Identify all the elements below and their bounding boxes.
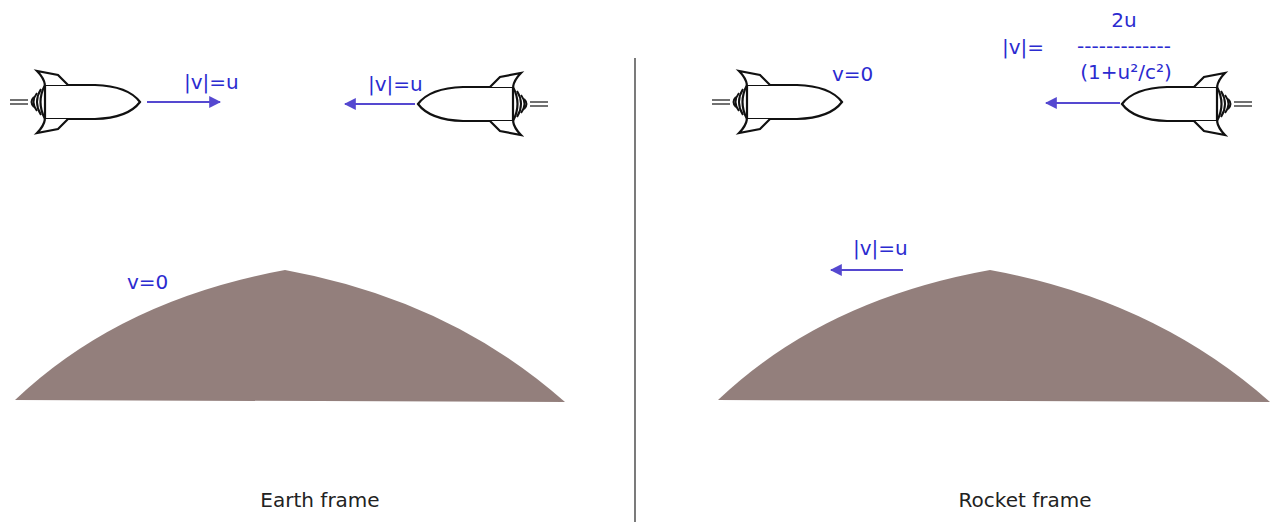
fraction-denominator: (1+u²/c²) [1080, 60, 1172, 84]
velocity-label: v=0 [832, 62, 873, 86]
velocity-label: |v|= [1002, 35, 1044, 59]
frame-caption: Rocket frame [959, 488, 1092, 512]
velocity-label: v=0 [127, 270, 168, 294]
fraction-numerator: 2u [1111, 8, 1136, 32]
velocity-label: |v|=u [368, 72, 423, 96]
velocity-label: |v|=u [853, 236, 908, 260]
frame-caption: Earth frame [260, 488, 379, 512]
fraction-bar: ------------- [1077, 34, 1171, 58]
velocity-label: |v|=u [184, 70, 239, 94]
